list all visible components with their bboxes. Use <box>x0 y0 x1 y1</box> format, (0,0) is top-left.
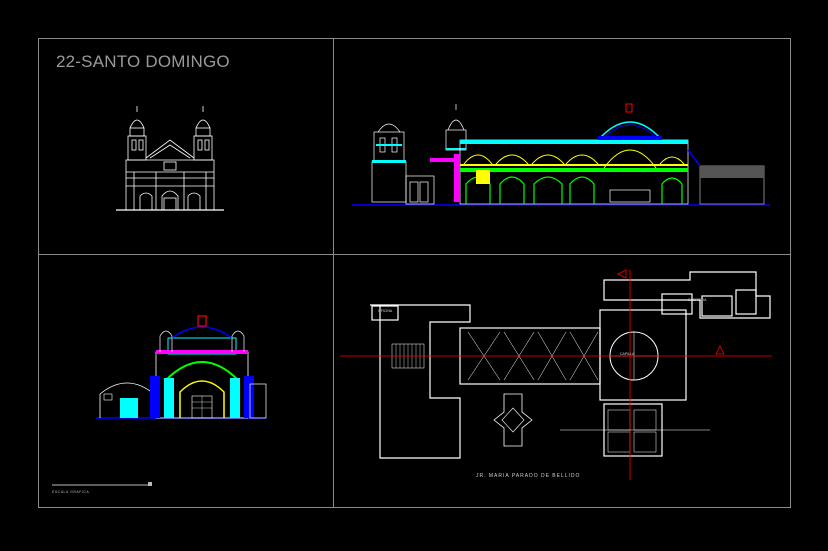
plan-street-label: JR. MARIA PARADO DE BELLIDO <box>476 473 581 479</box>
room-label-office: OFICINA <box>378 309 393 313</box>
transverse-section <box>96 315 267 419</box>
drawing-title: 22-SANTO DOMINGO <box>56 52 230 71</box>
front-elevation <box>116 106 224 211</box>
room-label-sacristy: SACRISTIA <box>688 298 707 302</box>
longitudinal-section <box>352 103 770 206</box>
scale-note: ESCALA GRAFICA <box>52 490 90 494</box>
room-label-chapel: CAPILLA <box>620 352 635 356</box>
sheet-frames <box>38 38 791 508</box>
section-marker-east <box>715 345 725 355</box>
outer-frame <box>38 38 791 508</box>
floor-plan <box>340 269 772 480</box>
scale-bar <box>52 482 152 486</box>
section-marker-north <box>617 269 627 279</box>
